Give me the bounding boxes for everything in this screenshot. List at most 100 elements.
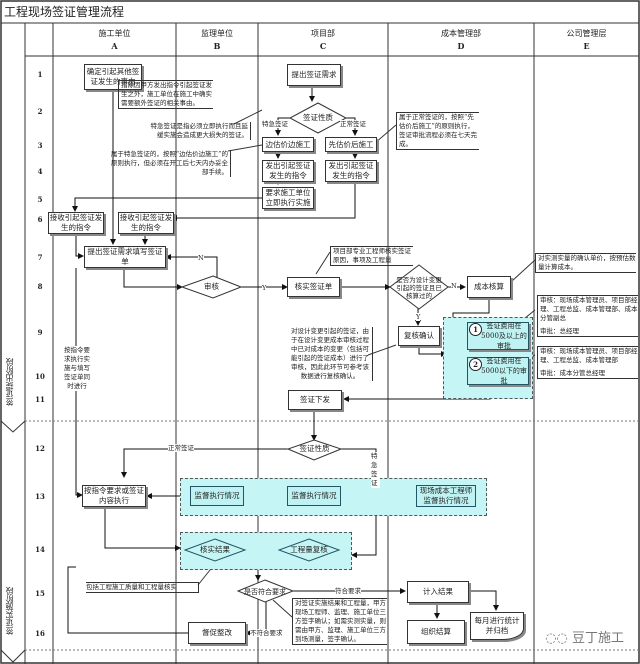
row-number: 1 [37,70,43,79]
normal-label: 正常签证 [340,120,366,128]
b-verify-result-diamond[interactable]: 核实结果 [200,545,230,554]
note-simultaneous: 按指令要求执行实施与填写签证单同时进行 [64,346,90,391]
row-number: 5 [37,195,43,204]
c-side-price-box[interactable]: 边估价边施工 [262,137,314,152]
d-approve-box-2[interactable]: 签证费用在5000以下的审批 [467,357,529,385]
approve-2-label: 签证费用在5000以下的审批 [481,357,527,385]
review-text: 审核：现场成本管理员、项目部经理、工程总监、成本管理部 [540,347,638,364]
column-name: 项目部 [311,29,335,38]
d-design-change-diamond[interactable]: 是否为设计变更引起的签证且已核算过的 [396,276,442,300]
d-monthly-archive-doc[interactable]: 每月进行统计并归档 [470,612,524,640]
column-header-a: 施工单位 A [53,24,176,56]
row-number: 7 [37,253,43,262]
column-header-e: 公司管理层 E [534,24,639,56]
note-normal-rule: 属于正常签证的，按照“先估价后施工”的原则执行，签证审批流程必须在七天完成。 [396,112,479,150]
y-label-2: Y [416,313,421,321]
c-submit-need-box[interactable]: 提出签证需求 [287,64,341,86]
column-name: 公司管理层 [566,29,607,38]
d-organize-settle-box[interactable]: 组织结算 [407,620,465,644]
d-include-settle-box[interactable]: 计入结果 [407,581,469,603]
row-number: 10 [35,372,45,381]
row-number: 12 [35,444,45,453]
row-number: 13 [35,492,45,501]
stage-label-proposal: 签证提出阶段 [5,358,14,407]
watermark: ◌◌ 豆丁施工 [545,627,624,646]
note-urgent-rule: 属于特急签证的，按照“边估价边施工”的原则执行，但必须在开工后七天内办妥全部手续… [108,150,231,177]
not-meets-label: 不符合要求 [250,629,283,637]
row-number: 3 [37,141,43,150]
c-quantity-check-diamond[interactable]: 工程量复核 [290,545,328,554]
row-number: 8 [37,282,43,291]
row-number: 16 [35,629,45,638]
b-receive-order-box[interactable]: 接收引起签证发生的指令 [118,212,174,234]
b-verify-result-diamond-shape [183,538,247,562]
page-title: 工程现场签证管理流程 [4,5,125,19]
circle-number-1: 1 [469,323,482,336]
column-code: C [319,41,327,51]
approve-text: 审批：总经理 [540,327,579,335]
c-price-first-box[interactable]: 先估价后施工 [325,137,377,152]
approve-text: 审批：成本分管总经理 [540,369,605,377]
row-number: 4 [37,167,43,176]
stage-label-implementation: 签证实施阶段 [5,587,14,635]
c-supervise-box[interactable]: 监督执行情况 [287,486,341,506]
d-supervise-box[interactable]: 现场成本工程师监督执行情况 [416,485,476,507]
row-number: 9 [37,328,43,337]
b-review-diamond[interactable]: 审核 [204,282,219,291]
column-code: B [213,41,221,51]
note-review-under-5000: 审核：现场成本管理员、项目部经理、工程总监、成本管理部审批：成本分管总经理 [537,346,638,379]
row-number: 14 [35,545,45,554]
approve-1-label: 签证费用在5000及以上的审批 [481,322,527,350]
row-number: 2 [37,107,43,116]
circle-number-2: 2 [469,358,482,371]
c-meets-req-diamond[interactable]: 是否符合要求 [244,588,286,596]
urgent-label: 特急签证 [262,120,288,128]
wechat-icon: ◌◌ [545,631,572,646]
column-code: D [457,41,465,51]
b-supervise-box[interactable]: 监督执行情况 [190,486,244,506]
column-code: E [583,41,590,51]
a-fill-form-box[interactable]: 提出签证需求填写签证单 [84,246,166,268]
watermark-text: 豆丁施工 [571,631,624,646]
column-header-c: 项目部 C [258,24,388,56]
urgent-visa-label: 特急签证 [371,452,380,488]
column-name: 成本管理部 [441,29,481,38]
c-require-exec-box[interactable]: 要求施工单位立即执行实施 [262,187,314,209]
column-name: 施工单位 [98,29,131,38]
note-three-party-sign: 对签证实施结果和工程量，甲方现场工程师、监理、施工单位三方签字确认；如需实测实量… [292,598,387,645]
c-quantity-check-diamond-shape [277,538,341,562]
column-code: A [111,41,118,51]
column-header-d: 成本管理部 D [388,24,534,56]
c-nature-diamond-2[interactable]: 签证性质 [299,444,330,453]
note-design-change: 对设计变更引起的签证，由于在设计变更成本审核过程中已对成本的变更（包括可能引起的… [290,327,373,381]
c-issue-order-box-1[interactable]: 发出引起签证发生的指令 [262,160,314,182]
n-label-2: N [451,282,457,290]
y-label: Y [262,284,267,292]
note-other-reason: 指除因甲方发出指令引起签证发生之外，施工单位在施工中确实需要额外签证的相关事由。 [118,80,213,109]
c-nature-diamond[interactable]: 签证性质 [303,113,333,122]
row-number: 6 [37,215,43,224]
a-confirm-other-box[interactable]: 确定引起其他签证发生的事由 [84,64,142,90]
c-verify-form-box[interactable]: 核实签证单 [287,277,340,297]
c-issue-order-box-2[interactable]: 发出引起签证发生的指令 [325,160,377,182]
n-label: N [198,254,204,262]
c-issue-visa-box[interactable]: 签证下发 [288,390,342,410]
row-number: 15 [35,589,45,598]
note-quality-quantity: 包括工程施工质量和工程量核实 [86,582,199,593]
meets-label: 符合要求 [335,587,361,595]
c-urge-fix-box[interactable]: 督促整改 [188,622,246,644]
a-execute-box[interactable]: 按指令要求或签证内容执行 [82,485,146,507]
d-recheck-box[interactable]: 复核确认 [398,326,440,346]
note-cost-estimate: 对实测实量的确认单价，按预估数量计算成本。 [535,253,636,273]
note-verify-reason: 项目部专业工程师核实签证原因，事项及工程量 [330,246,413,266]
d-cost-calc-box[interactable]: 成本核算 [467,276,511,298]
note-review-over-5000: 审核：现场成本管理员、项目部经理、工程总监、成本管理部、成本分管副总审批：总经理 [537,295,638,337]
column-name: 监理单位 [201,29,233,38]
review-text: 审核：现场成本管理员、项目部经理、工程总监、成本管理部、成本分管副总 [540,296,638,322]
a-receive-order-box[interactable]: 接收引起签证发生的指令 [48,212,104,234]
normal-visa-label: 正常签证 [168,444,194,452]
column-header-b: 监理单位 B [176,24,258,56]
row-number: 11 [35,395,45,404]
